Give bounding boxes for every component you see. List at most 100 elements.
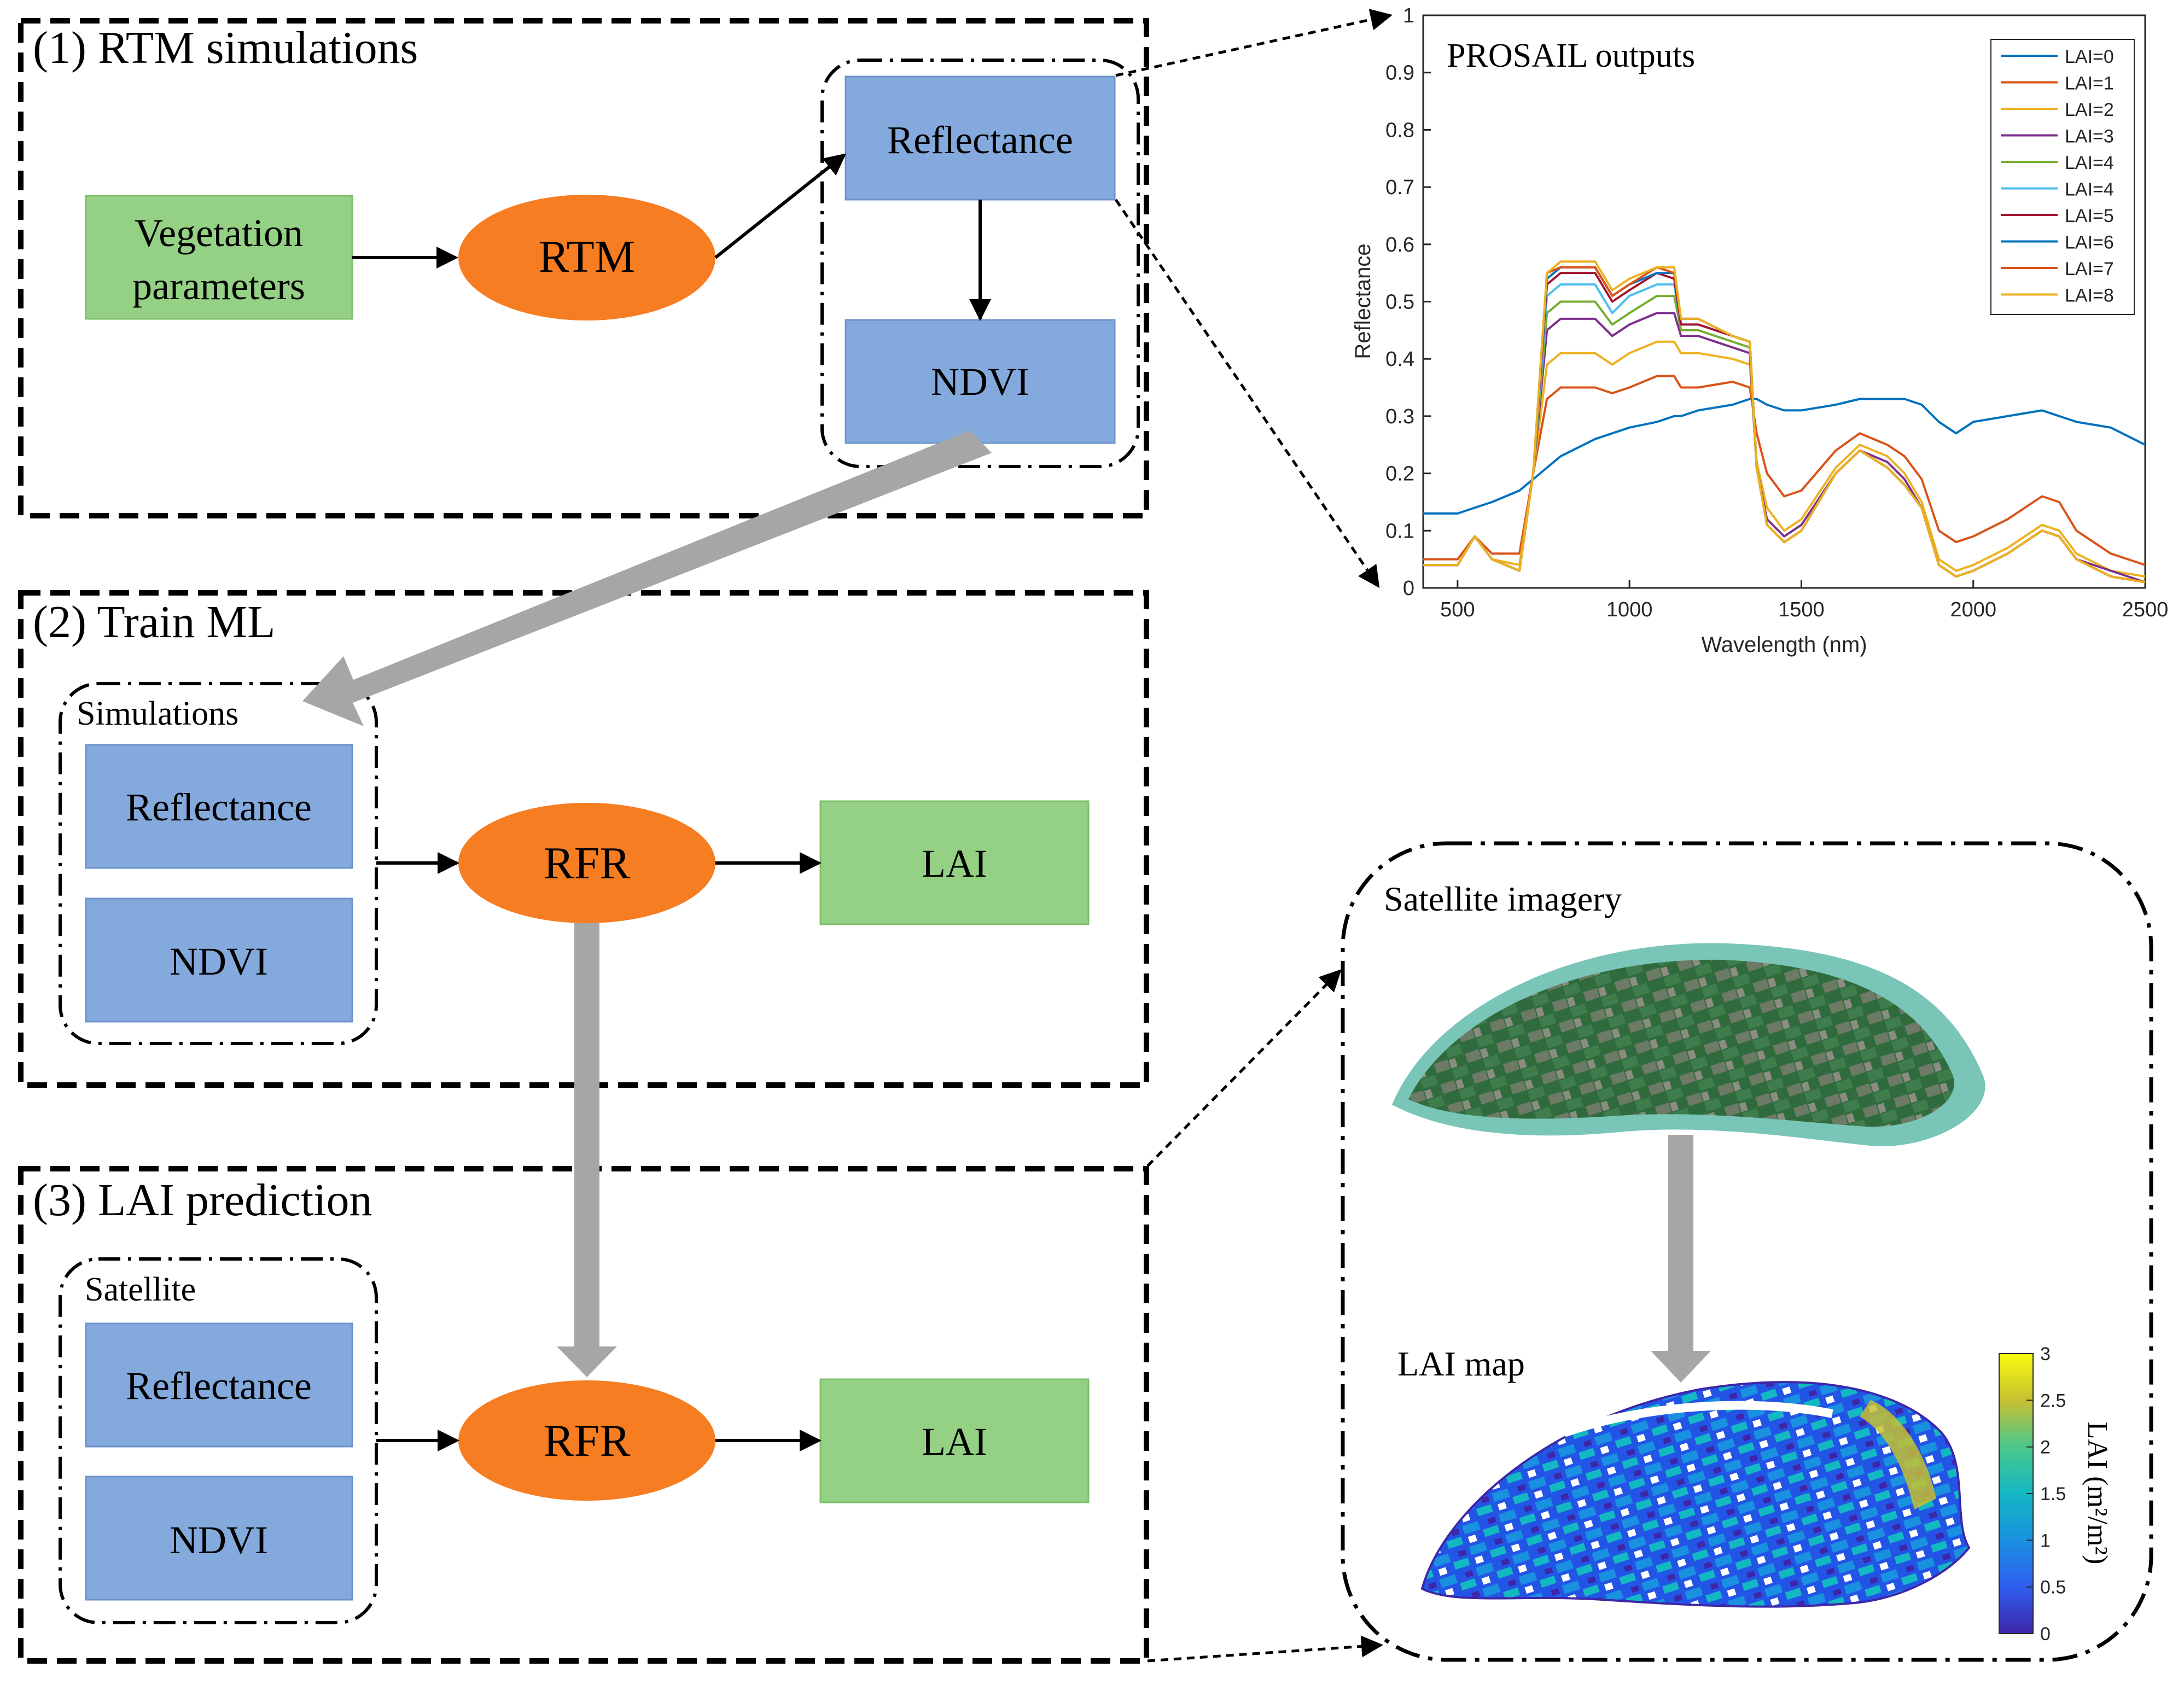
- legend-label: LAI=8: [2065, 285, 2114, 306]
- dotted-connectors: [1114, 9, 1393, 1663]
- x-tick-label: 1000: [1606, 598, 1653, 621]
- arrow-train-rfr-to-predict-rfr: [557, 923, 617, 1377]
- lai-colorbar: 0 0.5 1 1.5 2 2.5 3 LAI (m²/m²): [1999, 1344, 2113, 1645]
- series-line-9: [1423, 260, 2146, 584]
- arrow-rtm-to-reflectance: [714, 153, 847, 259]
- lai-box: [819, 1378, 1090, 1503]
- legend-label: LAI=5: [2065, 206, 2114, 226]
- ndvi-box: [845, 319, 1116, 444]
- connector-to-imagery-bottom: [1147, 1635, 1383, 1663]
- colorbar-tick-label: 3: [2040, 1344, 2051, 1365]
- reflectance-box: [845, 75, 1116, 201]
- lai-map-label: LAI map: [1397, 1344, 1525, 1383]
- satellite-imagery-label: Satellite imagery: [1384, 879, 1622, 918]
- lai-label: LAI: [922, 1420, 987, 1464]
- lai-map-river: [1563, 1401, 1833, 1437]
- arrow-ndvi-to-simulations: [302, 430, 992, 726]
- arrow-satellite-to-lai-map: [1651, 1135, 1711, 1383]
- vegetation-parameters-box: [85, 195, 353, 320]
- chart-series: [1423, 260, 2146, 584]
- satellite-island-fields: [1408, 959, 1954, 1127]
- legend-label: LAI=3: [2065, 126, 2114, 147]
- colorbar-tick-label: 2.5: [2040, 1390, 2066, 1411]
- rtm-ellipse: [458, 195, 715, 320]
- section-frame: [18, 18, 1149, 518]
- simulations-group-outline: [59, 682, 378, 1045]
- legend-label: LAI=4: [2065, 179, 2114, 200]
- lai-map-high-zone: [1860, 1400, 1936, 1509]
- rfr-ellipse: [458, 1380, 715, 1501]
- reflectance-label: Reflectance: [126, 785, 312, 829]
- satellite-group-label: Satellite: [85, 1271, 196, 1308]
- section-title: (2) Train ML: [33, 597, 275, 648]
- reflectance-box: [85, 744, 353, 869]
- chart-legend: LAI=0LAI=1LAI=2LAI=3LAI=4LAI=4LAI=5LAI=6…: [1990, 39, 2135, 315]
- colorbar-label: LAI (m²/m²): [2082, 1422, 2113, 1565]
- x-tick-label: 2500: [2122, 598, 2169, 621]
- y-tick-label: 0.7: [1385, 176, 1414, 199]
- chart-xlabel: Wavelength (nm): [1701, 633, 1867, 657]
- legend-label: LAI=2: [2065, 100, 2114, 120]
- ndvi-label: NDVI: [170, 940, 268, 983]
- legend-label: LAI=7: [2065, 259, 2114, 279]
- simulation-group-outline: [820, 59, 1140, 468]
- y-tick-label: 0.1: [1385, 520, 1414, 543]
- imagery-outline: [1341, 841, 2153, 1662]
- legend-label: LAI=0: [2065, 46, 2114, 67]
- y-tick-label: 0.3: [1385, 405, 1414, 428]
- ndvi-box: [85, 1476, 353, 1601]
- connector-to-chart-top: [1115, 9, 1393, 77]
- legend-label: LAI=6: [2065, 232, 2114, 253]
- vegetation-label-line2: parameters: [132, 264, 305, 308]
- x-tick-label: 2000: [1950, 598, 1996, 621]
- chart-ylabel: Reflectance: [1351, 243, 1375, 359]
- connector-to-chart-bottom: [1114, 199, 1380, 588]
- section-train-ml: (2) Train ML Simulations Reflectance NDV…: [18, 590, 1149, 1088]
- lai-map-image: [1420, 1381, 1971, 1608]
- connector-to-imagery-top: [1146, 969, 1342, 1167]
- ndvi-box: [85, 897, 353, 1023]
- y-tick-label: 0.6: [1385, 234, 1414, 256]
- colorbar-tick-label: 2: [2040, 1437, 2051, 1458]
- colorbar-tick-label: 0.5: [2040, 1577, 2066, 1598]
- section-title: (1) RTM simulations: [33, 22, 418, 73]
- rfr-ellipse: [458, 803, 715, 923]
- section-lai-prediction: (3) LAI prediction Satellite Reflectance…: [18, 1166, 1149, 1664]
- colorbar-tick-label: 1.5: [2040, 1484, 2066, 1505]
- y-tick-label: 0.5: [1385, 291, 1414, 314]
- legend-label: LAI=4: [2065, 153, 2114, 173]
- imagery-panel: Satellite imagery LAI map 0 0.5 1 1.5 2 2.5 3 …: [1341, 841, 2153, 1662]
- chart-title: PROSAIL outputs: [1447, 37, 1695, 74]
- colorbar-tick-label: 0: [2040, 1624, 2051, 1645]
- section-rtm-simulations: (1) RTM simulations Vegetation parameter…: [18, 18, 1149, 518]
- x-tick-label: 1500: [1778, 598, 1825, 621]
- rtm-label: RTM: [539, 231, 636, 282]
- y-tick-label: 1: [1403, 4, 1414, 27]
- rfr-label: RFR: [544, 1415, 631, 1466]
- simulations-group-label: Simulations: [77, 695, 238, 732]
- reflectance-label: Reflectance: [887, 118, 1073, 162]
- x-tick-label: 500: [1440, 598, 1475, 621]
- lai-box: [819, 800, 1090, 925]
- satellite-image: [1392, 943, 1985, 1146]
- series-line-1: [1423, 375, 2146, 566]
- y-tick-label: 0.9: [1385, 62, 1414, 85]
- y-tick-label: 0.2: [1385, 463, 1414, 486]
- ndvi-label: NDVI: [931, 360, 1029, 404]
- ndvi-label: NDVI: [170, 1518, 268, 1562]
- colorbar-ticks: 0 0.5 1 1.5 2 2.5 3: [2026, 1344, 2066, 1645]
- vegetation-label-line1: Vegetation: [135, 211, 303, 255]
- y-tick-label: 0: [1403, 577, 1414, 600]
- gray-flow-arrows: [302, 430, 1711, 1383]
- section-title: (3) LAI prediction: [33, 1175, 372, 1226]
- colorbar-tick-label: 1: [2040, 1530, 2051, 1551]
- y-tick-label: 0.8: [1385, 119, 1414, 142]
- lai-label: LAI: [922, 842, 987, 885]
- legend-label: LAI=1: [2065, 73, 2114, 94]
- reflectance-box: [85, 1322, 353, 1448]
- reflectance-label: Reflectance: [126, 1364, 312, 1408]
- rfr-label: RFR: [544, 838, 631, 889]
- series-line-0: [1423, 398, 2146, 515]
